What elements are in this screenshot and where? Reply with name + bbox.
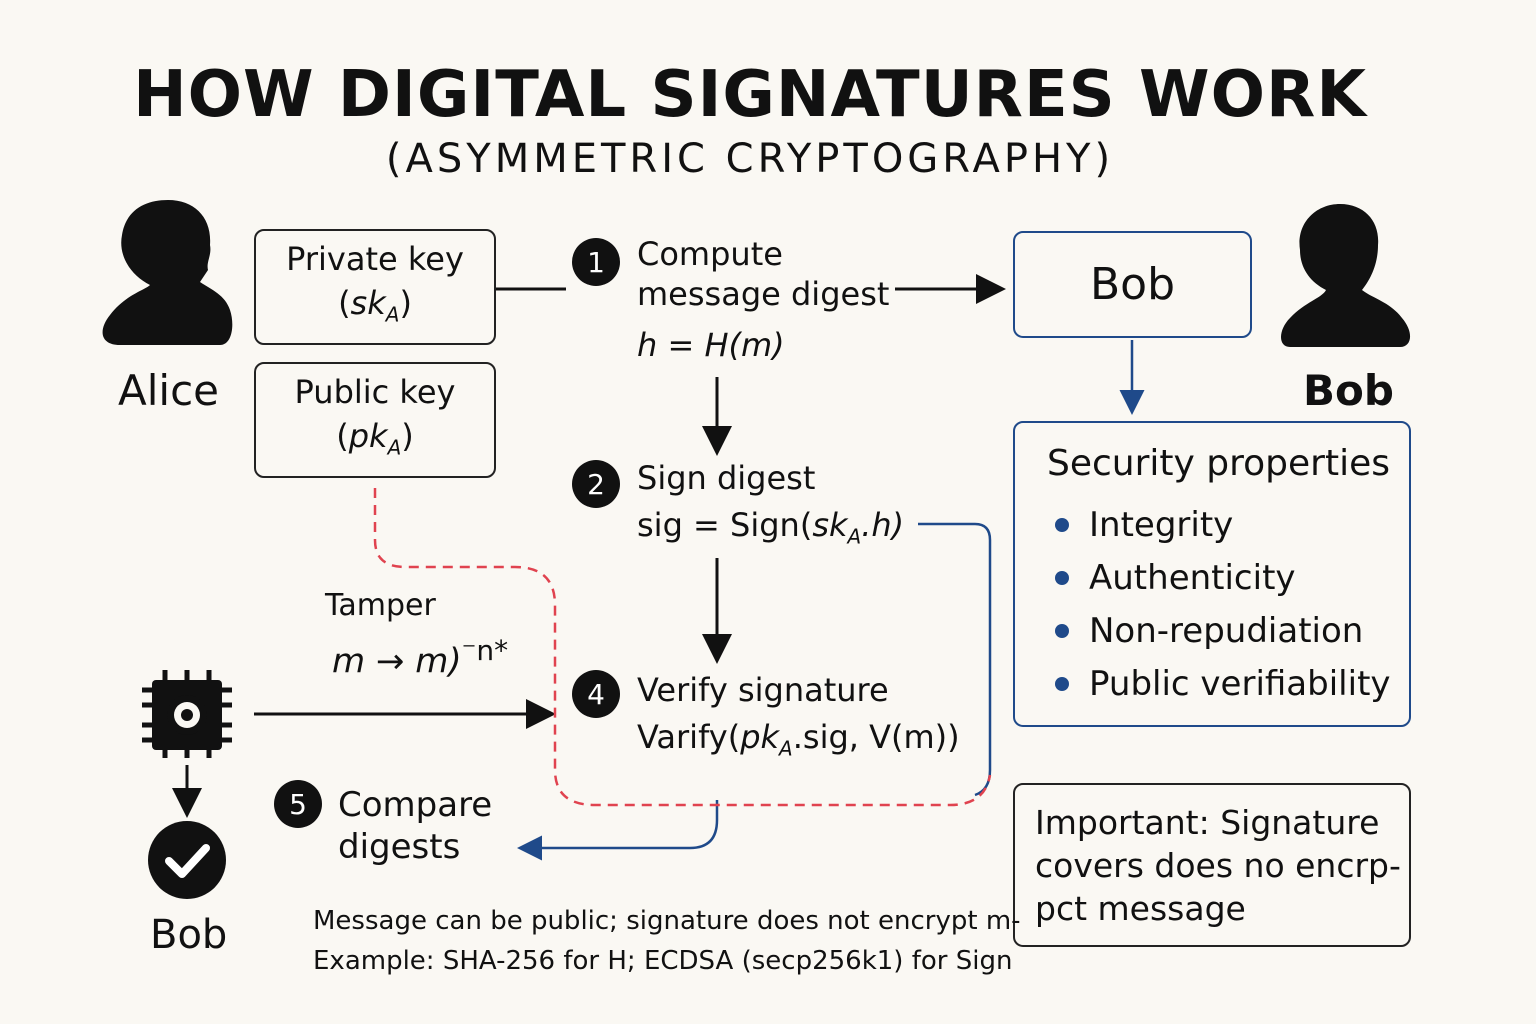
private-key-symbol: (skA) [338,284,412,327]
tamper-label: Tamper [325,588,436,623]
footer-note-2: Example: SHA-256 for H; ECDSA (secp256k1… [313,946,1013,976]
security-properties-box: Security properties Integrity Authentici… [1013,421,1411,727]
important-note-box: Important: Signature covers does no encr… [1013,783,1411,947]
bob-bottom-label: Bob [150,912,228,958]
step-4-formula: Varify(pkA.sig, V(m)) [637,718,960,761]
chip-gear-icon [142,670,232,758]
alice-silhouette-icon [102,200,233,345]
bob-silhouette-icon [1281,204,1411,347]
security-item: Integrity [1055,505,1233,545]
step-4-badge: 4 [572,670,620,718]
public-key-box: Public key (pkA) [254,362,496,478]
step-2-formula: sig = Sign(skA.h) [637,506,905,549]
bullet-icon [1055,624,1069,638]
security-item: Non-repudiation [1055,611,1363,651]
bob-box: Bob [1013,231,1252,338]
step-1-badge: 1 [572,238,620,286]
bob-right-label: Bob [1303,366,1394,415]
security-item: Authenticity [1055,558,1296,598]
step-5-badge: 5 [274,780,322,828]
footer-note-1: Message can be public; signature does no… [313,906,1021,936]
tamper-formula: m → m)⁻n* [332,634,509,682]
bullet-icon [1055,677,1069,691]
bullet-icon [1055,518,1069,532]
step-2-title: Sign digest [637,459,816,497]
step-2-badge: 2 [572,460,620,508]
security-item: Public verifiability [1055,664,1391,704]
page-subtitle: (ASYMMETRIC CRYPTOGRAPHY) [385,136,1115,182]
private-key-label: Private key [286,240,464,279]
private-key-box: Private key (skA) [254,229,496,345]
step-4-title: Verify signature [637,671,889,709]
public-key-symbol: (pkA) [336,417,414,460]
bullet-icon [1055,571,1069,585]
checkmark-circle-icon [148,821,226,899]
arrow-to-compare [517,800,719,861]
public-key-label: Public key [294,373,456,412]
step-1-formula: h = H(m) [637,326,785,364]
security-title: Security properties [1047,443,1390,484]
page-title: HOW DIGITAL SIGNATURES WORK [133,58,1367,132]
alice-label: Alice [118,366,220,415]
